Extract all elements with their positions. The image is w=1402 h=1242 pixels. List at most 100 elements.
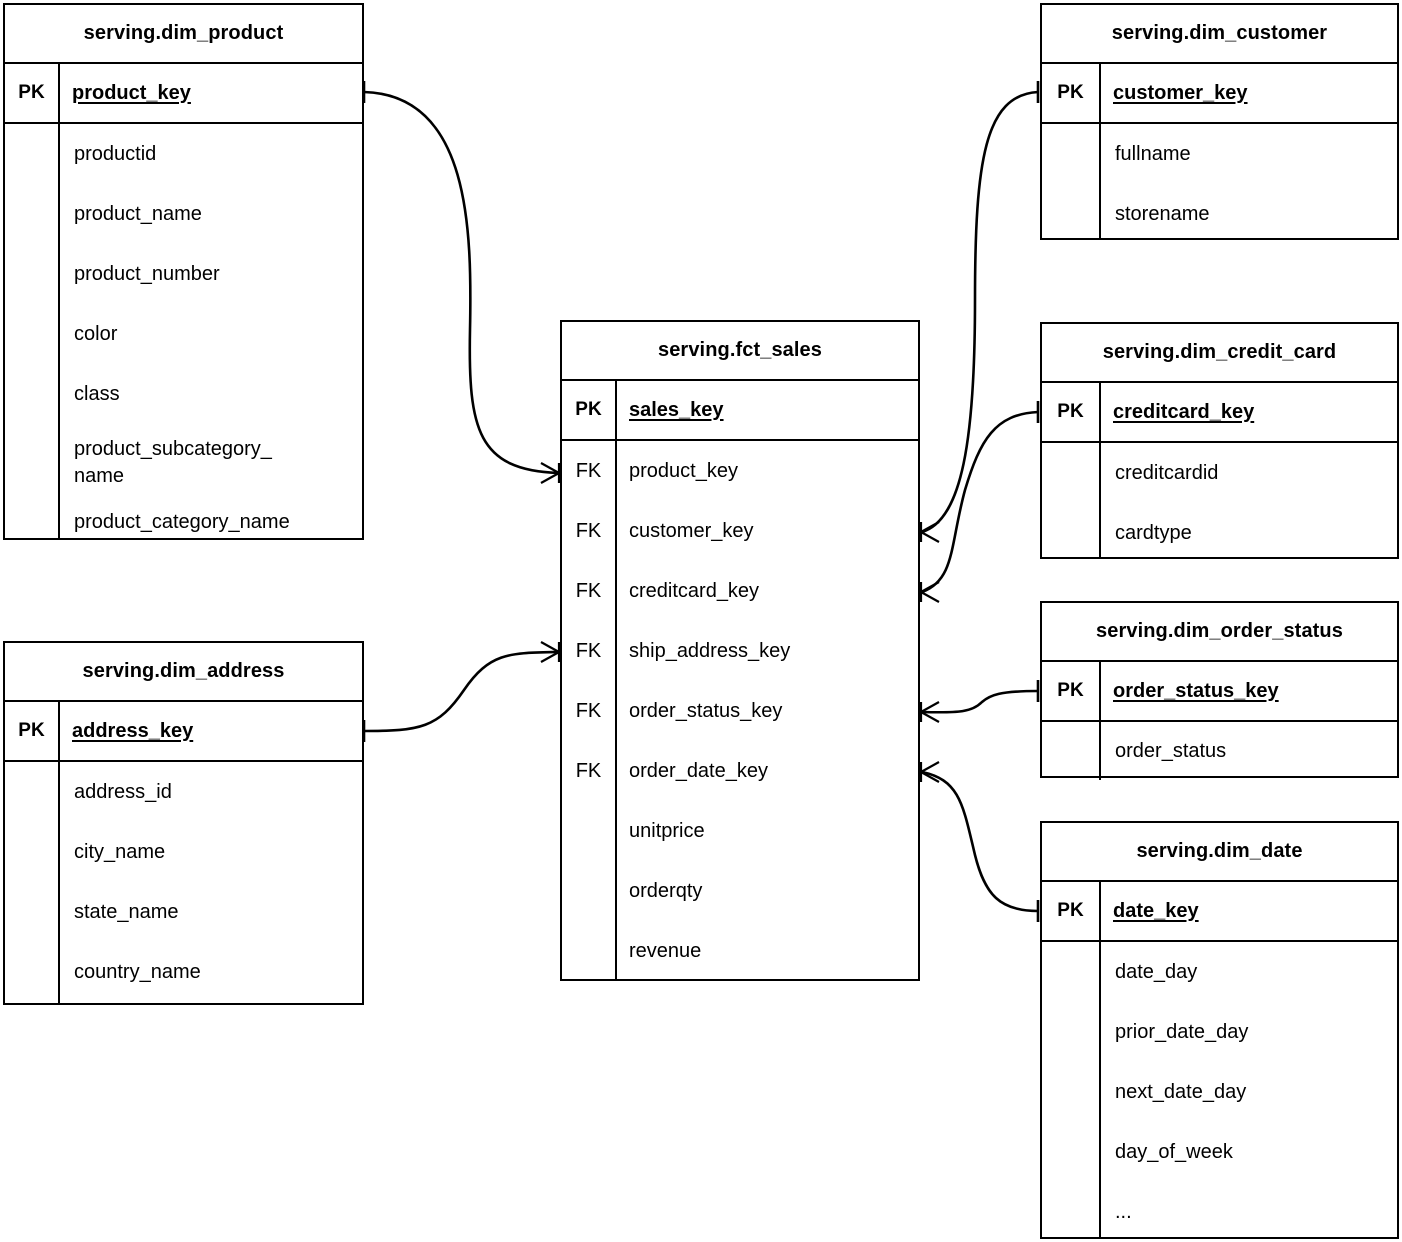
attribute-list-dim-order-status: order_status <box>1103 722 1397 780</box>
relation-customer-to-sales <box>921 90 1039 534</box>
attribute-item: fullname <box>1115 143 1191 165</box>
pk-marker-dim-product: PK <box>5 64 60 122</box>
fk-row: FK ship_address_key <box>562 621 918 681</box>
pk-row-dim-date: PK date_key <box>1042 880 1397 940</box>
attribute-list-dim-address: address_id city_name state_name country_… <box>62 762 362 1002</box>
entity-title-dim-product: serving.dim_product <box>83 22 284 44</box>
pk-marker-fct-sales: PK <box>562 381 617 439</box>
attribute-item: day_of_week <box>1115 1141 1233 1163</box>
fk-marker: FK <box>562 441 617 501</box>
attribute-item: color <box>74 323 118 345</box>
fk-name: order_date_key <box>629 759 768 782</box>
entity-title-dim-date: serving.dim_date <box>1136 840 1303 862</box>
attribute-item: address_id <box>74 781 172 803</box>
entity-title-dim-customer: serving.dim_customer <box>1111 22 1328 44</box>
attribute-item: city_name <box>74 841 166 863</box>
attribute-gutter-dim-address <box>5 762 60 1005</box>
relation-orderstatus-to-sales <box>921 689 1039 714</box>
attribute-gutter-dim-date <box>1042 942 1101 1239</box>
attributes-block-dim-customer: fullname storename <box>1042 122 1397 240</box>
pk-marker-dim-address: PK <box>5 702 60 760</box>
entity-title-fct-sales: serving.fct_sales <box>657 339 822 361</box>
cardinality-many-sales-date <box>919 761 940 783</box>
cardinality-many-sales-creditcard <box>919 581 940 603</box>
fk-row: FK order_date_key <box>562 741 918 801</box>
measure-name: orderqty <box>629 879 703 902</box>
measure-row: revenue <box>562 921 918 981</box>
entity-dim-customer[interactable]: serving.dim_customer PK customer_key ful… <box>1040 3 1399 240</box>
attribute-gutter-dim-order-status <box>1042 722 1101 780</box>
attribute-item: product_subcategory_ name <box>74 438 272 487</box>
cardinality-many-sales-product <box>540 462 561 484</box>
measure-marker <box>562 861 617 921</box>
measure-row: unitprice <box>562 801 918 861</box>
attribute-item: creditcardid <box>1115 462 1219 484</box>
attribute-item: date_day <box>1115 961 1198 983</box>
fk-row: FK order_status_key <box>562 681 918 741</box>
attribute-item: cardtype <box>1115 522 1192 544</box>
entity-title-dim-credit-card: serving.dim_credit_card <box>1102 341 1337 363</box>
pk-name-dim-order-status: order_status_key <box>1113 679 1279 702</box>
attribute-item: storename <box>1115 203 1210 225</box>
attribute-list-dim-credit-card: creditcardid cardtype <box>1103 443 1397 563</box>
pk-name-dim-customer: customer_key <box>1113 81 1248 104</box>
entity-dim-credit-card[interactable]: serving.dim_credit_card PK creditcard_ke… <box>1040 322 1399 559</box>
measure-row: orderqty <box>562 861 918 921</box>
attribute-item: ... <box>1115 1201 1132 1223</box>
fk-marker: FK <box>562 621 617 681</box>
relation-date-to-sales <box>921 770 1039 913</box>
cardinality-many-sales-address <box>540 641 561 663</box>
fk-name: order_status_key <box>629 699 783 722</box>
attributes-block-dim-product: productid product_name product_number co… <box>5 122 362 540</box>
entity-dim-product[interactable]: serving.dim_product PK product_key produ… <box>3 3 364 540</box>
fk-marker: FK <box>562 561 617 621</box>
attribute-item: product_category_name <box>74 511 290 533</box>
pk-marker-dim-date: PK <box>1042 882 1101 940</box>
pk-name-dim-date: date_key <box>1113 899 1199 922</box>
attribute-list-dim-date: date_day prior_date_day next_date_day da… <box>1103 942 1397 1242</box>
attribute-item: productid <box>74 143 157 165</box>
attribute-list-dim-product: productid product_name product_number co… <box>62 124 362 542</box>
attribute-gutter-dim-credit-card <box>1042 443 1101 559</box>
fk-name: ship_address_key <box>629 639 791 662</box>
attributes-block-dim-order-status: order_status <box>1042 720 1397 780</box>
fk-marker: FK <box>562 741 617 801</box>
pk-row-fct-sales: PK sales_key <box>562 379 918 439</box>
entity-fct-sales[interactable]: serving.fct_sales PK sales_key FK produc… <box>560 320 920 981</box>
measure-name: revenue <box>629 939 702 962</box>
fk-name: creditcard_key <box>629 579 760 602</box>
entity-title-dim-order-status: serving.dim_order_status <box>1096 620 1343 642</box>
relation-address-to-sales <box>363 650 559 733</box>
fk-marker: FK <box>562 681 617 741</box>
measure-name: unitprice <box>629 819 705 842</box>
fk-marker: FK <box>562 501 617 561</box>
relation-creditcard-to-sales <box>921 410 1039 594</box>
pk-name-fct-sales: sales_key <box>629 398 724 421</box>
attribute-item: order_status <box>1115 740 1227 762</box>
measure-marker <box>562 801 617 861</box>
pk-row-dim-product: PK product_key <box>5 62 362 122</box>
attribute-item: product_number <box>74 263 220 285</box>
attribute-item: class <box>74 383 120 405</box>
attributes-block-dim-address: address_id city_name state_name country_… <box>5 760 362 1005</box>
fk-row: FK product_key <box>562 441 918 501</box>
entity-title-dim-address: serving.dim_address <box>82 660 285 682</box>
pk-name-dim-product: product_key <box>72 81 191 104</box>
fk-row: FK customer_key <box>562 501 918 561</box>
attribute-list-dim-customer: fullname storename <box>1103 124 1397 244</box>
pk-row-dim-customer: PK customer_key <box>1042 62 1397 122</box>
attribute-item: state_name <box>74 901 179 923</box>
entity-dim-order-status[interactable]: serving.dim_order_status PK order_status… <box>1040 601 1399 780</box>
cardinality-many-sales-customer <box>919 521 940 543</box>
cardinality-many-sales-orderstatus <box>919 701 940 723</box>
attributes-block-dim-credit-card: creditcardid cardtype <box>1042 441 1397 559</box>
pk-row-dim-credit-card: PK creditcard_key <box>1042 381 1397 441</box>
attribute-item: country_name <box>74 961 201 983</box>
attribute-item: next_date_day <box>1115 1081 1247 1103</box>
entity-dim-address[interactable]: serving.dim_address PK address_key addre… <box>3 641 364 1005</box>
entity-dim-date[interactable]: serving.dim_date PK date_key date_day pr… <box>1040 821 1399 1239</box>
attribute-item: prior_date_day <box>1115 1021 1249 1043</box>
attributes-block-dim-date: date_day prior_date_day next_date_day da… <box>1042 940 1397 1239</box>
relation-product-to-sales <box>363 90 559 475</box>
fields-block-fct-sales: FK product_key FK customer_key FK credit… <box>562 439 918 981</box>
